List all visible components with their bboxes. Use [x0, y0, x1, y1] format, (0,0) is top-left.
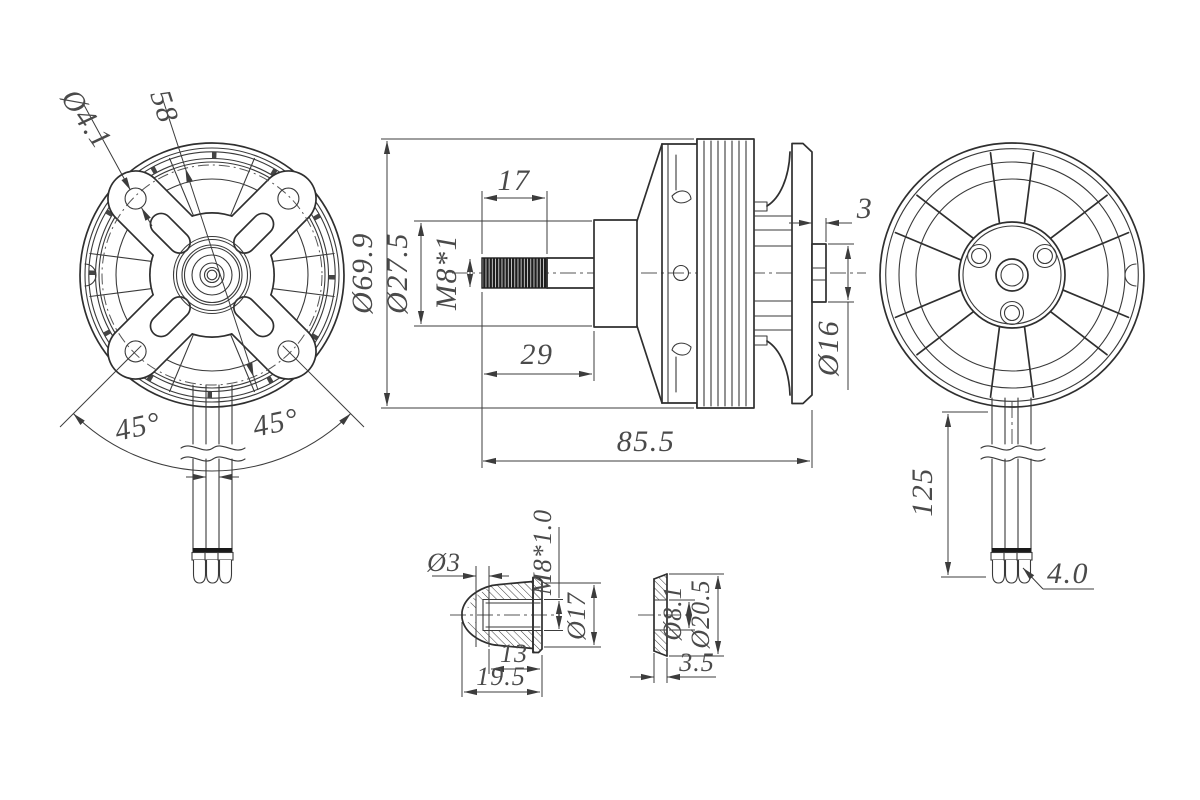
bolt-circle-centerline: [101, 164, 323, 386]
nut-section-bottom: [467, 622, 541, 653]
rear-view: 125 4.0: [879, 142, 1145, 590]
dim-total-length: 85.5: [617, 425, 676, 458]
mount-holes: [124, 187, 300, 363]
wire-break-mark: [180, 445, 246, 451]
shaft-boss: [593, 219, 638, 328]
washer-dimensions: Ø8.1 Ø20.5 3.5: [630, 573, 724, 683]
wire-break-mark: [980, 445, 1046, 451]
motor-wires-rear: [980, 397, 1046, 550]
dim-nut-flange-dia: Ø17: [562, 592, 591, 641]
dim-thread-length: 17: [498, 164, 532, 197]
prop-nut-detail: Ø3 M8*1.0 Ø17 13 19.5: [426, 509, 601, 697]
dim-rear-boss-dia: Ø16: [812, 320, 845, 377]
washer-outline: [653, 573, 668, 657]
dim-outer-dia: Ø69.9: [346, 232, 379, 315]
rim-notch: [84, 263, 97, 287]
nut-dimensions: Ø3 M8*1.0 Ø17 13 19.5: [426, 509, 601, 697]
bearing-hub: [172, 235, 252, 315]
dim-shaft-length: 29: [521, 338, 554, 371]
rear-boss: [811, 243, 827, 303]
dim-washer-inner-dia: Ø8.1: [658, 585, 687, 641]
bullet-connectors-rear: [990, 548, 1033, 584]
dim-nut-thread: M8*1.0: [528, 509, 557, 596]
nut-dome-outline: [461, 580, 534, 650]
dim-washer-outer-dia: Ø20.5: [686, 579, 715, 649]
front-view: Ø4.1 58 45° 45°: [54, 82, 365, 584]
dim-tip-hole-dia: Ø3: [426, 548, 461, 577]
stator-mount: [753, 142, 827, 405]
plate-slots: [149, 212, 275, 338]
dim-nut-total-length: 19.5: [476, 662, 526, 691]
mount-flange: [791, 142, 813, 405]
bullet-connectors-front: [191, 548, 234, 584]
side-view-dimensions: Ø69.9 Ø27.5 M8*1 17 29 85.5 3 Ø16: [346, 138, 874, 468]
dim-wire-length: 125: [906, 467, 939, 517]
washer-section-top: [654, 574, 667, 600]
dim-connector-dia: 4.0: [1047, 557, 1089, 590]
washer-section-bottom: [654, 630, 667, 656]
nut-section-top: [467, 577, 541, 608]
dim-washer-thickness: 3.5: [678, 648, 715, 677]
shaft-thread: [481, 257, 548, 289]
rim-notch: [1124, 263, 1137, 287]
dim-boss-dia: Ø27.5: [381, 232, 414, 315]
shaft: [546, 257, 595, 289]
dim-rear-boss-length: 3: [856, 192, 874, 225]
rear-hub: [958, 221, 1066, 329]
rim-tick-marks: [88, 151, 336, 399]
rear-view-dimensions: 125 4.0: [906, 411, 1094, 590]
side-view: Ø69.9 Ø27.5 M8*1 17 29 85.5 3 Ø16: [346, 138, 874, 468]
dim-nut-thread-depth: 13: [500, 639, 528, 668]
rotor-bell: [636, 138, 755, 409]
dim-shaft-thread: M8*1: [430, 234, 463, 311]
rotor-spokes-rear: [894, 152, 1130, 398]
washer-detail: Ø8.1 Ø20.5 3.5: [630, 573, 724, 683]
